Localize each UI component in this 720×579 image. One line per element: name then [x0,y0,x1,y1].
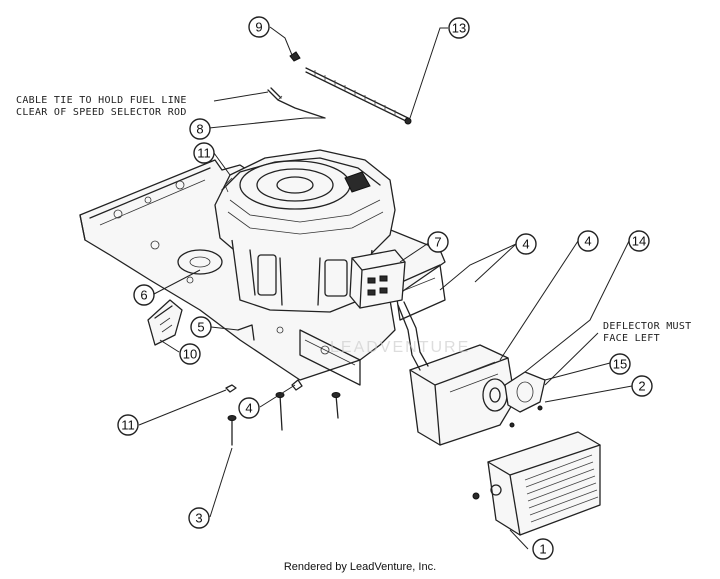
cable-tie-note-line1: CABLE TIE TO HOLD FUEL LINE [16,95,187,106]
svg-text:1: 1 [539,542,546,557]
callout-5: 5 [190,316,212,338]
svg-text:15: 15 [613,357,627,372]
svg-text:10: 10 [183,347,197,362]
callout-14: 14 [628,230,650,252]
svg-text:4: 4 [245,401,252,416]
callout-1: 1 [532,538,554,560]
callout-2: 2 [631,375,653,397]
callout-15: 15 [609,353,631,375]
callout-13: 13 [448,17,470,39]
svg-text:14: 14 [632,234,646,249]
svg-text:11: 11 [197,146,211,161]
callout-6: 6 [133,284,155,306]
callout-8: 8 [189,118,211,140]
pulley-disc [177,249,223,275]
clip-small [289,51,301,62]
svg-text:2: 2 [638,379,645,394]
bolts-left [225,324,341,446]
callout-10: 10 [179,343,201,365]
deflector [504,371,546,428]
cable-tie [267,87,326,119]
svg-text:7: 7 [434,235,441,250]
selector-rod [305,67,412,125]
svg-text:13: 13 [452,21,466,36]
muffler [397,301,516,446]
bracket-shield [147,299,183,346]
callout-3: 3 [188,507,210,529]
svg-text:9: 9 [255,20,262,35]
deflector-note-line1: DEFLECTOR MUST [603,321,692,332]
cable-tie-note-line2: CLEAR OF SPEED SELECTOR ROD [16,107,187,118]
svg-text:4: 4 [584,234,591,249]
callout-4-left: 4 [238,397,260,419]
callout-11-top: 11 [193,142,215,164]
footer-credit: Rendered by LeadVenture, Inc. [283,561,437,573]
watermark: LEADVENTURE [330,339,470,356]
deflector-note-line2: FACE LEFT [603,333,660,344]
svg-text:3: 3 [195,511,202,526]
callout-4-right-a: 4 [515,233,537,255]
engine [214,149,396,313]
leader-lines [138,26,633,550]
svg-text:4: 4 [522,237,529,252]
muffler-guard [472,431,601,536]
callout-11-bottom: 11 [117,414,139,436]
callout-4-right-b: 4 [577,230,599,252]
air-filter-block [349,249,406,309]
svg-text:8: 8 [196,122,203,137]
svg-text:5: 5 [197,320,204,335]
svg-text:11: 11 [121,418,135,433]
callout-7: 7 [427,231,449,253]
svg-text:6: 6 [140,288,147,303]
callout-9: 9 [248,16,270,38]
